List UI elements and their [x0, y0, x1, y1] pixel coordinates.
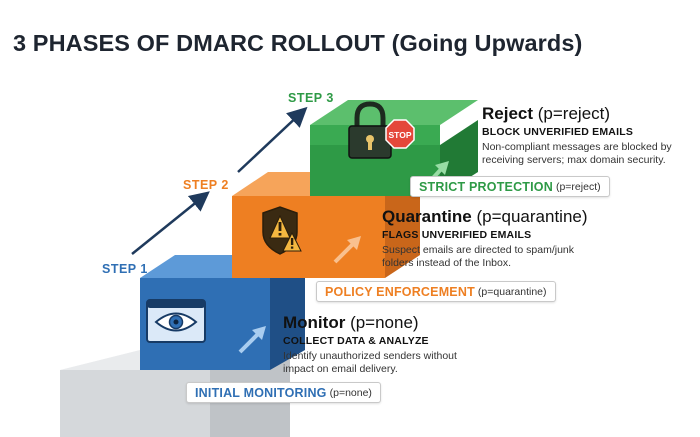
step-arrows [131, 106, 308, 255]
step-3-text-line2: receiving servers; max domain security. [482, 154, 666, 166]
eye-icon [146, 299, 206, 343]
step-2-policy: (p=quarantine) [476, 207, 588, 226]
step-3-text-line1: Non-compliant messages are blocked by [482, 141, 672, 153]
arrow-step1-to-step2 [131, 191, 210, 255]
step-2-label: STEP 2 [183, 178, 229, 192]
step-2-name: Quarantine [382, 207, 472, 226]
step-3-tag-note: (p=reject) [555, 180, 601, 193]
step-3-description: Reject (p=reject) BLOCK UNVERIFIED EMAIL… [482, 104, 672, 167]
step-1-policy: (p=none) [350, 313, 419, 332]
step-1-up-arrow-icon [238, 326, 266, 354]
step-3-name: Reject [482, 104, 534, 123]
step-1-tag-label: INITIAL MONITORING [195, 385, 327, 400]
step-1-label: STEP 1 [102, 262, 148, 276]
step-1-name: Monitor [283, 313, 346, 332]
step-1-tag-note: (p=none) [329, 386, 372, 399]
step-3-label: STEP 3 [288, 91, 334, 105]
step-1-subtitle: COLLECT DATA & ANALYZE [283, 335, 429, 347]
stop-badge-text: STOP [389, 130, 412, 140]
stop-sign-icon: STOP [385, 119, 415, 149]
step-3-policy: (p=reject) [537, 104, 611, 123]
step-2-text-line2: folders instead of the Inbox. [382, 257, 511, 269]
step-3-subtitle: BLOCK UNVERIFIED EMAILS [482, 126, 634, 138]
step-1-description: Monitor (p=none) COLLECT DATA & ANALYZE … [283, 313, 457, 376]
step-2-text-line1: Suspect emails are directed to spam/junk [382, 244, 575, 256]
diagram-title: 3 PHASES OF DMARC ROLLOUT (Going Upwards… [13, 30, 583, 56]
warning-shield-icon [262, 206, 302, 255]
step-1-phase-tag: INITIAL MONITORING (p=none) [186, 382, 381, 403]
step-1-text-line2: impact on email delivery. [283, 363, 398, 375]
face-arrows [238, 161, 449, 354]
step-2-tag-label: POLICY ENFORCEMENT [325, 284, 475, 299]
step-2-tag-note: (p=quarantine) [477, 285, 547, 298]
arrow-step2-to-step3 [237, 106, 308, 173]
step-2-description: Quarantine (p=quarantine) FLAGS UNVERIFI… [382, 207, 588, 270]
step-2-phase-tag: POLICY ENFORCEMENT (p=quarantine) [316, 281, 556, 302]
step-2-subtitle: FLAGS UNVERIFIED EMAILS [382, 229, 532, 241]
step-3-phase-tag: STRICT PROTECTION (p=reject) [410, 176, 610, 197]
step-3-tag-label: STRICT PROTECTION [419, 179, 553, 194]
step-2-up-arrow-icon [333, 236, 361, 264]
step-1-text-line1: Identify unauthorized senders without [283, 350, 457, 362]
